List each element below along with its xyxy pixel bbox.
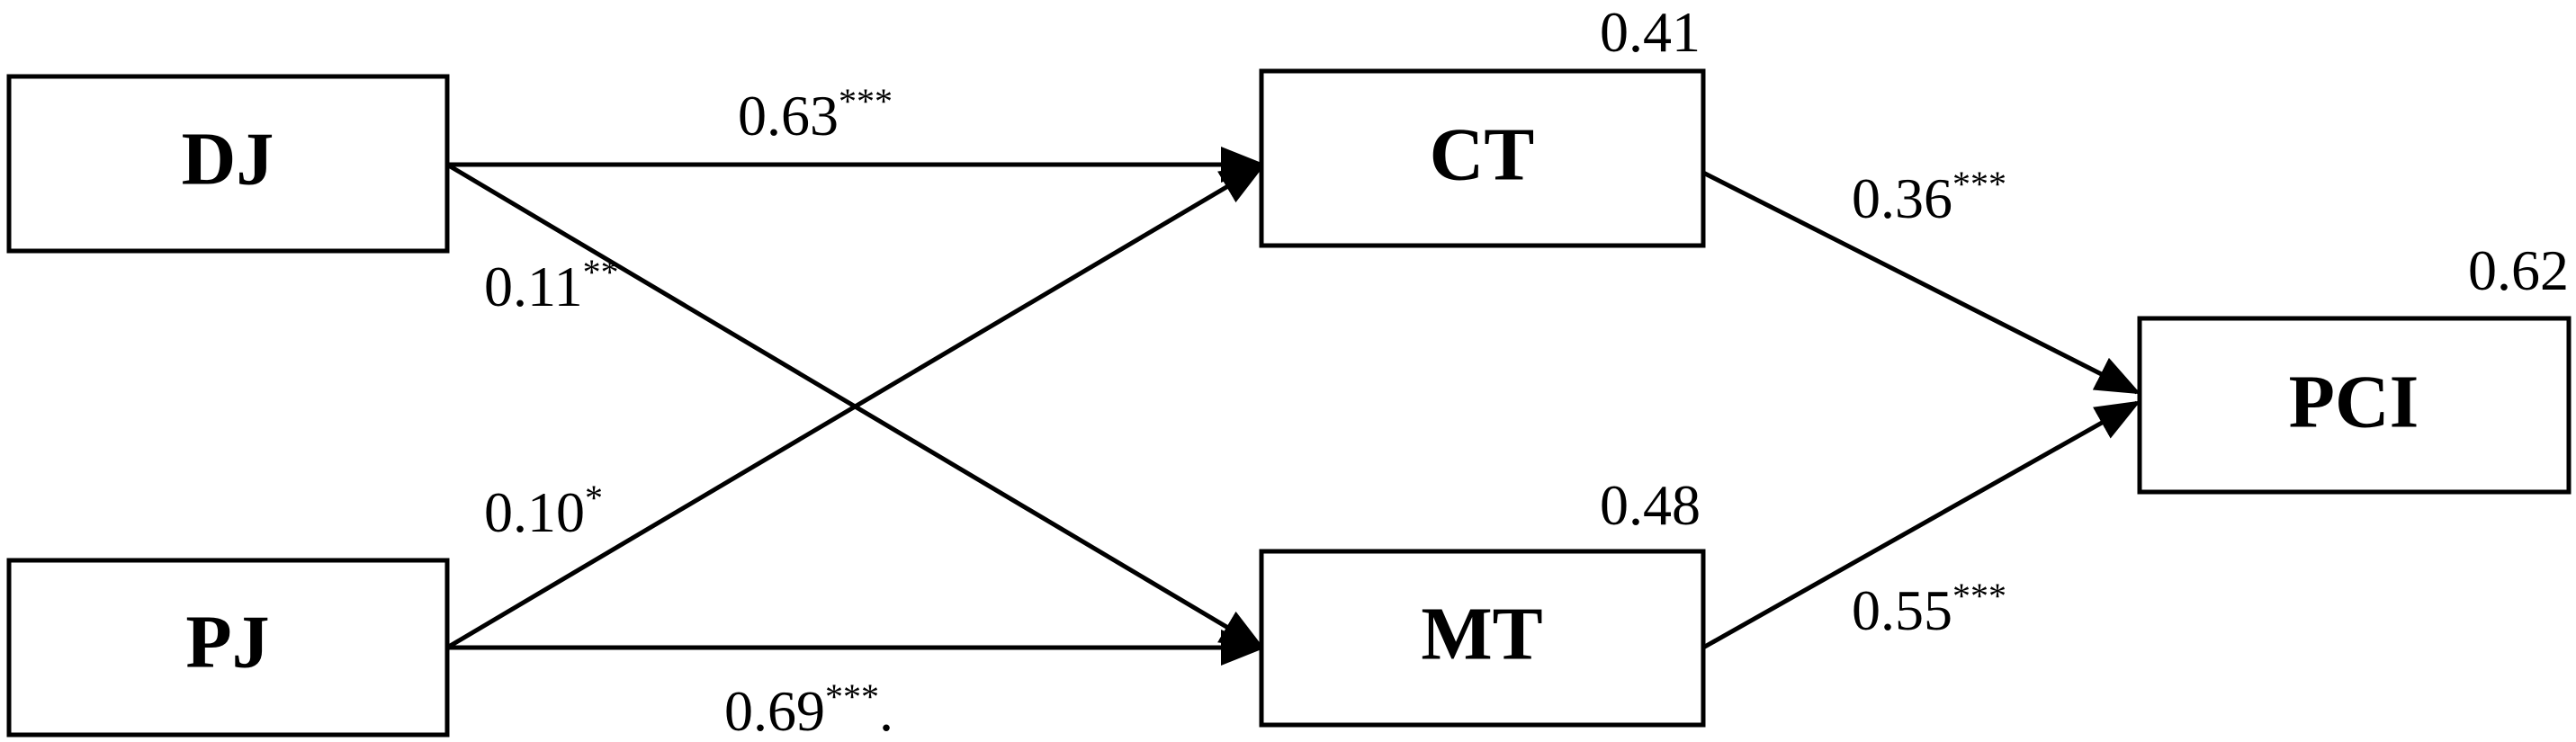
r-squared-pci: 0.62	[2468, 238, 2569, 302]
coef-pj-mt: 0.69***.	[724, 676, 893, 742]
coef-pj-mt-suffix: .	[879, 679, 893, 742]
coef-pj-mt-stars: ***	[825, 676, 879, 717]
coef-dj-mt: 0.11**	[484, 252, 619, 318]
coef-pj-ct: 0.10*	[484, 478, 603, 544]
r-squared-ct: 0.41	[1600, 0, 1701, 64]
node-pci: PCI	[2137, 316, 2572, 495]
node-mt-label: MT	[1421, 592, 1542, 675]
coef-dj-mt-value: 0.11	[484, 255, 583, 318]
node-pj: PJ	[6, 558, 450, 738]
coef-mt-pci: 0.55***	[1852, 576, 2006, 642]
coef-pj-ct-value: 0.10	[484, 480, 585, 544]
node-ct-label: CT	[1430, 112, 1535, 196]
path-lines	[445, 147, 2141, 666]
node-dj-label: DJ	[182, 117, 274, 201]
coef-dj-ct-stars: ***	[839, 81, 893, 121]
coef-ct-pci-value: 0.36	[1852, 166, 1952, 230]
coef-pj-mt-value: 0.69	[724, 679, 825, 742]
node-pj-label: PJ	[185, 600, 269, 684]
coef-ct-pci-stars: ***	[1952, 164, 2006, 204]
coef-mt-pci-stars: ***	[1952, 576, 2006, 616]
coef-dj-mt-stars: **	[583, 252, 619, 292]
coef-ct-pci: 0.36***	[1852, 164, 2006, 230]
path-ct-pci	[1701, 170, 2141, 395]
r-squared-mt: 0.48	[1600, 473, 1701, 537]
coef-mt-pci-value: 0.55	[1852, 578, 1952, 642]
node-ct: CT	[1259, 68, 1706, 248]
coef-pj-ct-stars: *	[585, 478, 603, 518]
coef-dj-ct: 0.63***	[738, 81, 893, 148]
node-dj: DJ	[6, 74, 450, 254]
path-pj-ct	[445, 164, 1266, 650]
coef-dj-ct-value: 0.63	[738, 84, 839, 148]
path-mt-pci	[1701, 400, 2141, 650]
node-mt: MT	[1259, 549, 1706, 728]
node-pci-label: PCI	[2289, 360, 2419, 443]
